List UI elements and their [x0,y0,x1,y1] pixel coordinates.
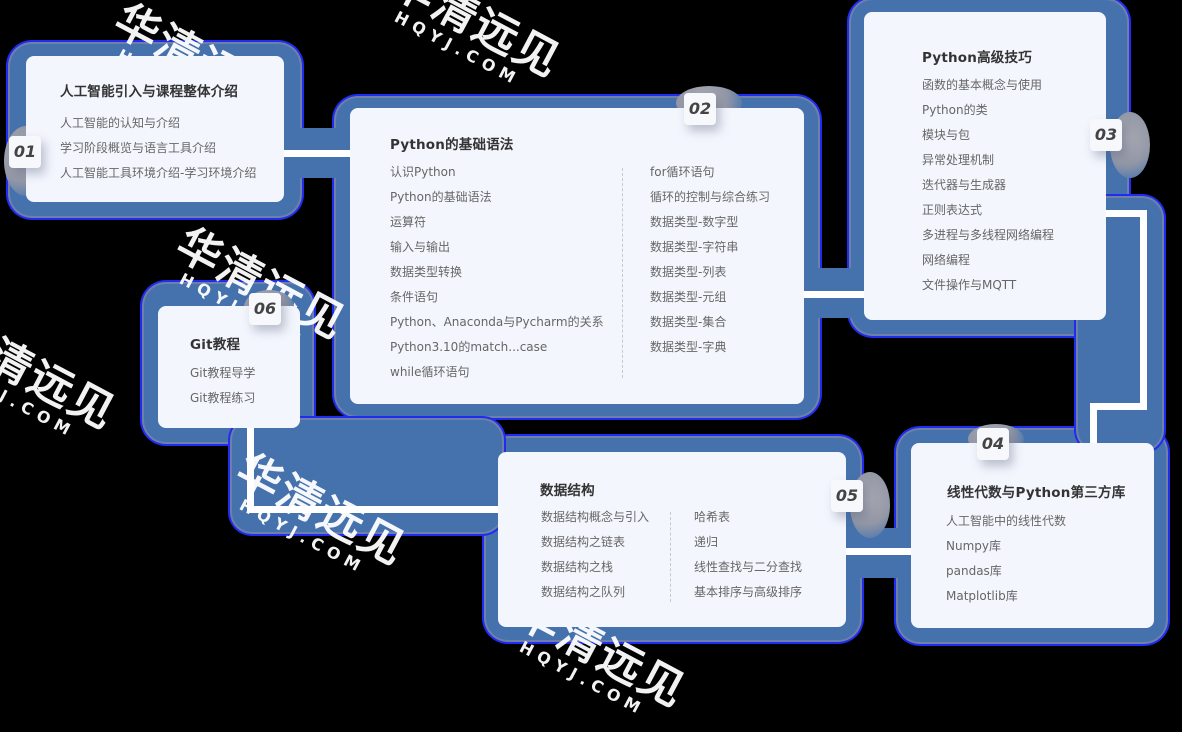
module-item: 输入与输出 [390,240,451,254]
module-item: 正则表达式 [922,203,983,217]
module-item: 基本排序与高级排序 [694,585,803,599]
module-item: 循环的控制与综合练习 [650,190,771,204]
module-item: while循环语句 [390,365,470,379]
module-item: 数据类型-数字型 [650,215,739,229]
module-item: 网络编程 [922,253,971,267]
module-item: 运算符 [390,215,427,229]
module-item: 数据结构概念与引入 [541,510,650,524]
module-number-badge-03: 03 [1090,119,1122,151]
module-item: 数据类型-字典 [650,340,727,354]
connector-03-04-v2 [1090,403,1097,445]
module-item: 数据类型-列表 [650,265,727,279]
module-item: 异常处理机制 [922,153,995,167]
module-item: Python、Anaconda与Pycharm的关系 [390,315,604,329]
module-item: Numpy库 [946,539,1001,553]
module-item: 人工智能中的线性代数 [946,514,1067,528]
module-item: 哈希表 [694,510,731,524]
connector-04-05 [846,548,912,555]
module-title: 线性代数与Python第三方库 [947,485,1126,501]
module-number-badge-05: 05 [831,480,863,512]
connector-03-04-h2 [1090,403,1147,410]
module-item: Git教程导学 [190,366,256,380]
module-item: 条件语句 [390,290,439,304]
module-number-badge-06: 06 [249,293,281,325]
module-card-05: 数据结构 数据结构概念与引入 数据结构之链表 数据结构之栈 数据结构之队列 哈希… [498,452,846,627]
module-title: Git教程 [190,337,241,353]
module-item: 线性查找与二分查找 [694,560,803,574]
module-number-badge-01: 01 [9,136,41,168]
module-item: 文件操作与MQTT [922,278,1017,292]
connector-01-02 [284,150,350,157]
module-item: Python的类 [922,103,988,117]
module-title: 数据结构 [540,483,595,499]
module-card-01: 人工智能引入与课程整体介绍 人工智能的认知与介绍 学习阶段概览与语言工具介绍 人… [26,56,284,202]
module-item: 学习阶段概览与语言工具介绍 [60,141,217,155]
connector-03-04-h1 [1105,210,1147,217]
module-item: 数据结构之栈 [541,560,614,574]
module-item: 函数的基本概念与使用 [922,78,1043,92]
module-item: pandas库 [946,564,1002,578]
module-item: 人工智能工具环境介绍-学习环境介绍 [60,166,257,180]
module-item: 数据结构之队列 [541,585,626,599]
module-item: for循环语句 [650,165,715,179]
module-item: 数据类型-集合 [650,315,727,329]
module-item: 递归 [694,535,719,549]
connector-03-04-v1 [1140,210,1147,410]
module-card-02: Python的基础语法 认识Python Python的基础语法 运算符 输入与… [350,108,804,404]
connector-05-06-v [247,426,254,513]
module-item: 迭代器与生成器 [922,178,1007,192]
module-item: Git教程练习 [190,391,256,405]
module-card-04: 线性代数与Python第三方库 人工智能中的线性代数 Numpy库 pandas… [911,443,1154,628]
connector-05-06-h [247,506,499,513]
module-card-06: Git教程 Git教程导学 Git教程练习 [158,306,300,428]
module-item: 认识Python [390,165,456,179]
module-item: 数据类型转换 [390,265,463,279]
module-item: 数据类型-字符串 [650,240,739,254]
module-item: 数据类型-元组 [650,290,727,304]
module-item: 多进程与多线程网络编程 [922,228,1055,242]
module-item: Python3.10的match...case [390,340,548,354]
glow-connector-05-06 [232,420,502,532]
module-title: Python的基础语法 [390,137,514,153]
connector-02-03 [804,291,864,298]
column-divider [670,512,671,602]
module-item: 模块与包 [922,128,971,142]
column-divider [622,168,623,378]
module-title: Python高级技巧 [922,50,1032,66]
module-item: Matplotlib库 [946,589,1018,603]
module-number-badge-04: 04 [977,428,1009,460]
module-number-badge-02: 02 [684,93,716,125]
module-item: 数据结构之链表 [541,535,626,549]
module-title: 人工智能引入与课程整体介绍 [60,84,239,100]
module-card-03: Python高级技巧 函数的基本概念与使用 Python的类 模块与包 异常处理… [864,12,1106,320]
module-item: Python的基础语法 [390,190,492,204]
module-item: 人工智能的认知与介绍 [60,116,181,130]
